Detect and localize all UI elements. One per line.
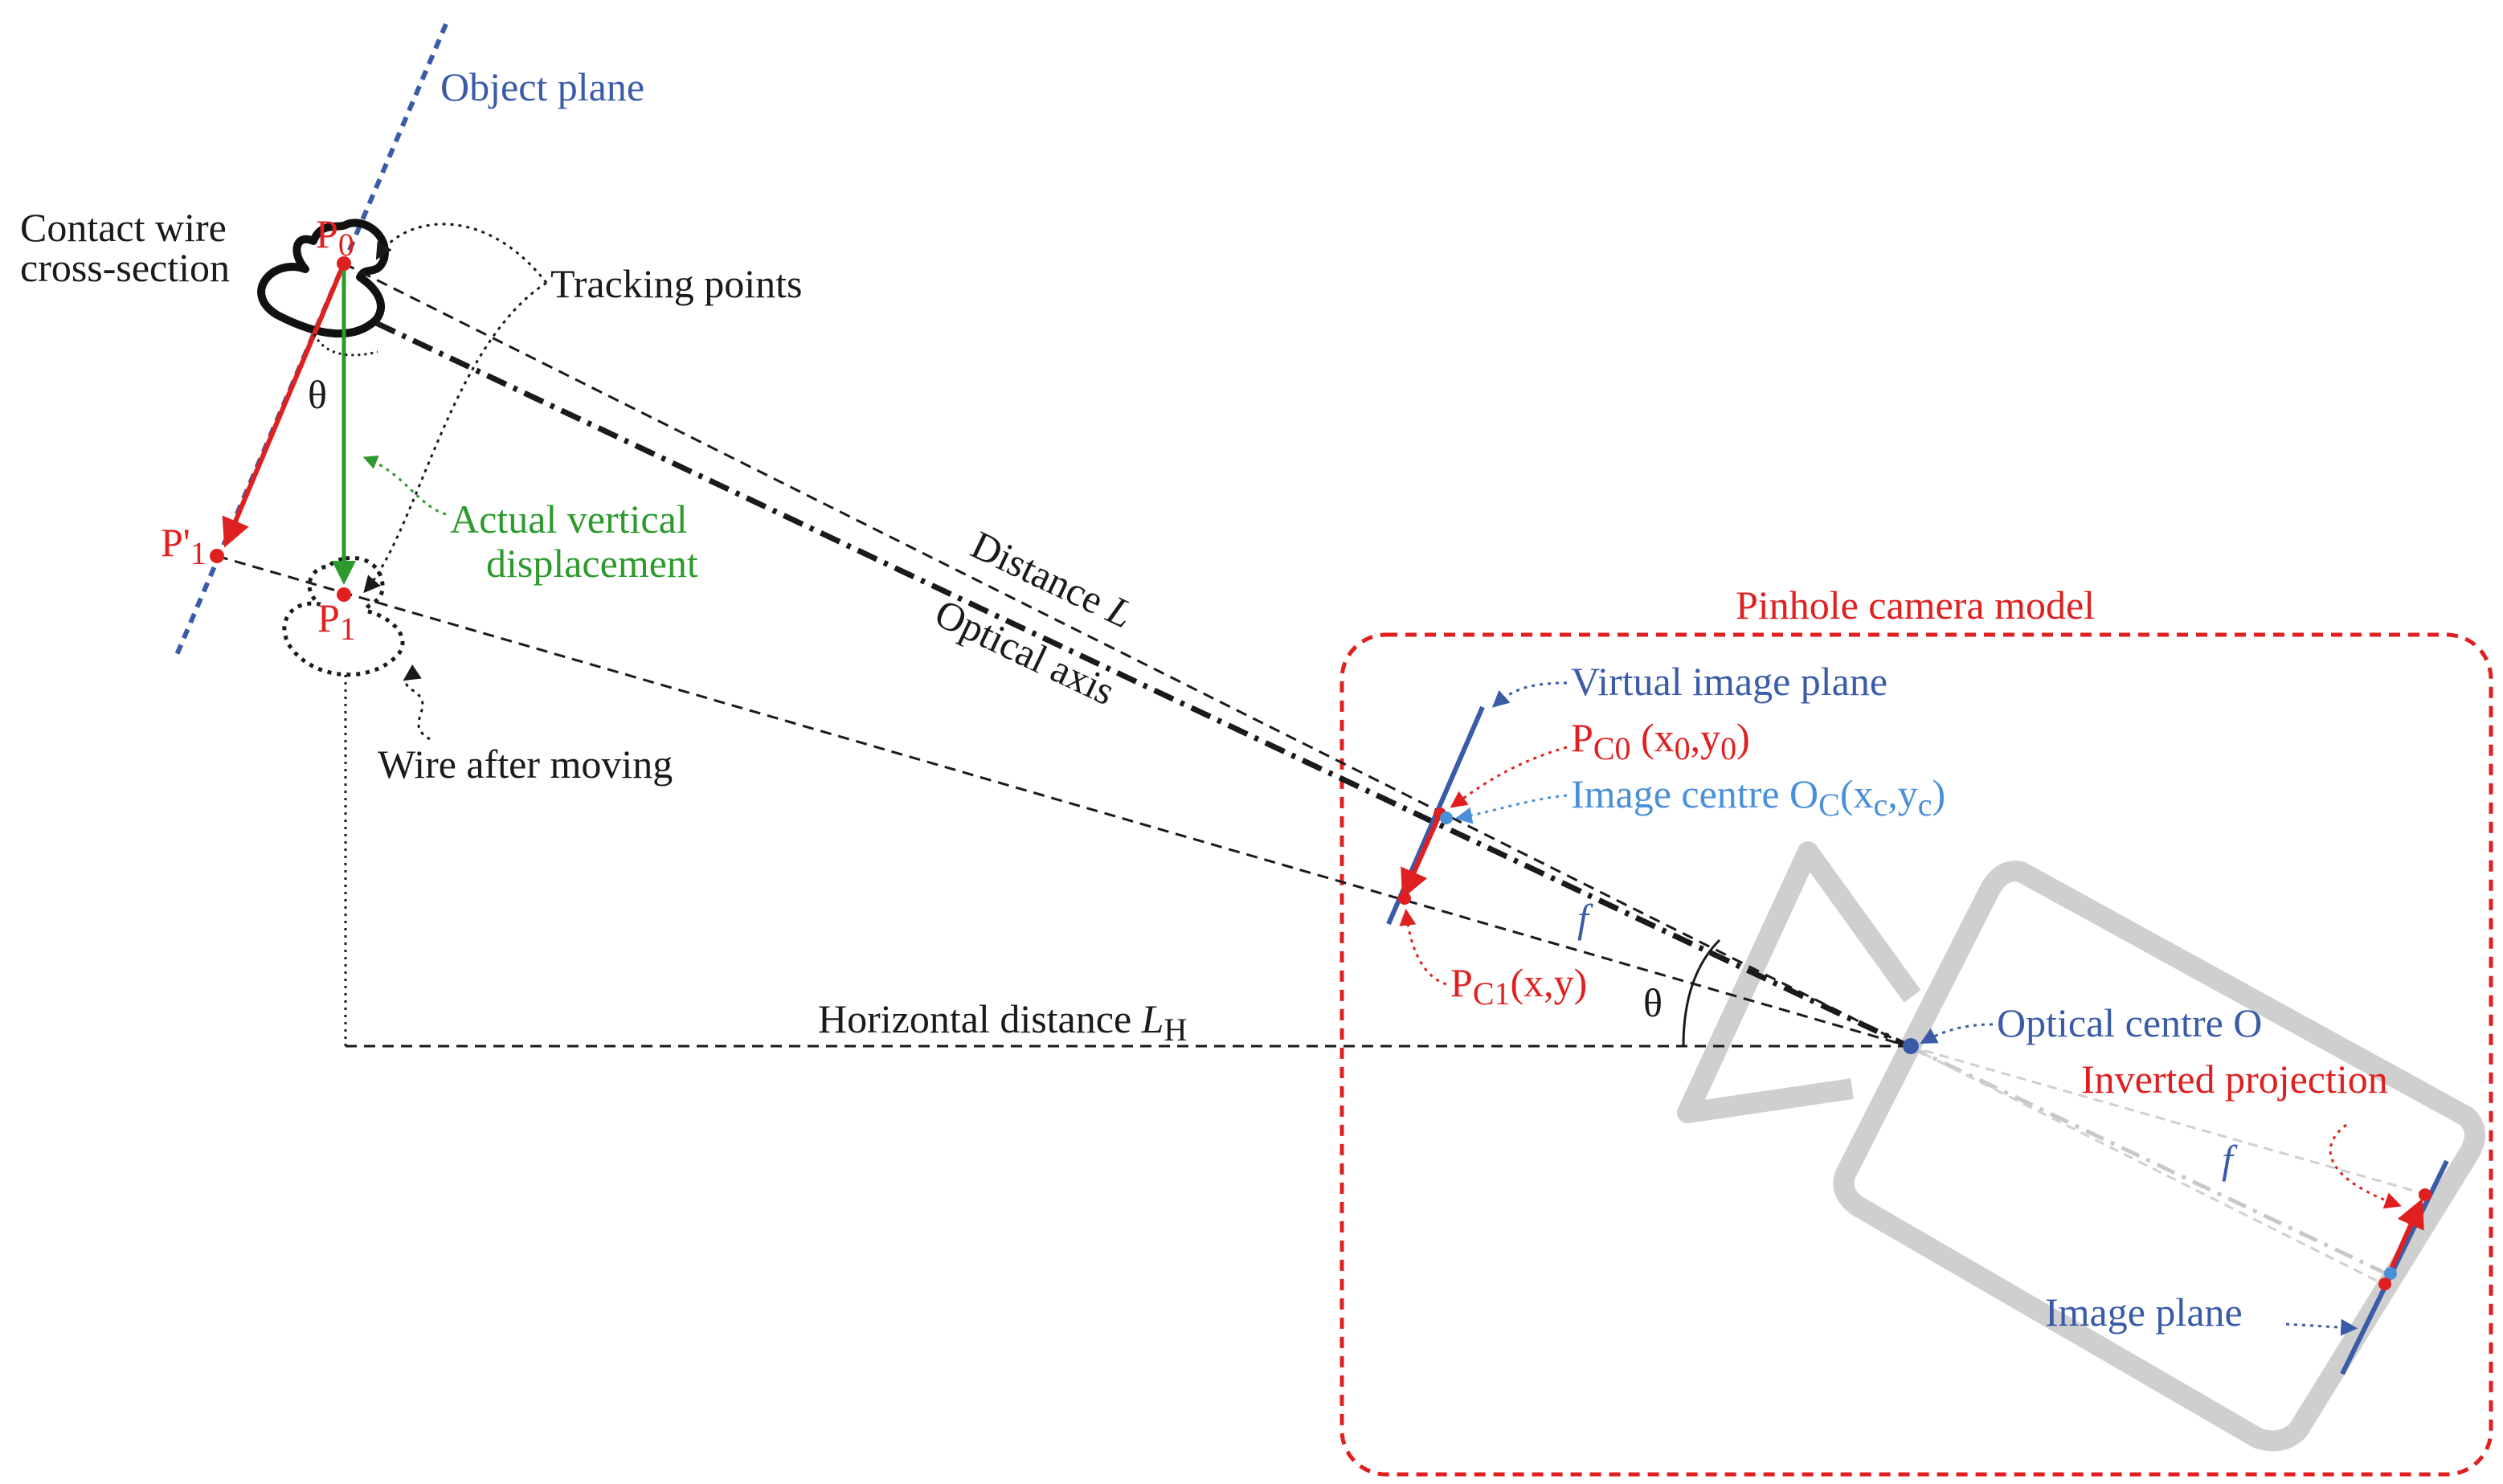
distance-l-line (343, 262, 1909, 1048)
theta-arc-camera (1682, 938, 1721, 1047)
point-image-centre-virtual (1440, 811, 1453, 824)
wire-after-moving-callout (403, 664, 431, 741)
label-p1: P1 (317, 595, 356, 647)
projected-displacement-arrow (222, 262, 346, 548)
label-theta-camera: θ (1643, 980, 1663, 1025)
label-contact-wire-1: Contact wire (20, 205, 227, 250)
pc1-callout (1399, 908, 1447, 986)
image-centre-callout (1454, 794, 1568, 824)
point-p1-prime (210, 549, 224, 563)
label-actual-vertical-1: Actual vertical (450, 497, 688, 542)
label-p0: P0 (316, 211, 354, 263)
label-f-lower: f (2222, 1137, 2238, 1182)
label-wire-after-moving: Wire after moving (378, 742, 673, 787)
rear-extension-upper (1908, 1045, 2431, 1197)
label-image-plane: Image plane (2045, 1290, 2243, 1335)
point-inverted-p0 (2378, 1278, 2391, 1290)
label-optical-centre: Optical centre O (1997, 1000, 2262, 1045)
label-f-upper: f (1577, 896, 1593, 941)
point-optical-centre (1903, 1038, 1919, 1054)
virtual-projection-arrow (1401, 812, 1442, 899)
point-pc1 (1398, 892, 1411, 905)
vertical-displacement-callout (362, 456, 447, 516)
rear-extension-lower (1908, 1045, 2387, 1287)
image-plane-callout (2285, 1318, 2358, 1336)
label-actual-vertical-2: displacement (486, 541, 698, 586)
camera-body (1677, 841, 2485, 1452)
rear-extension-axis (1907, 1044, 2396, 1280)
label-pc0: PC0 (x0,y0) (1571, 715, 1750, 767)
label-object-plane: Object plane (440, 64, 644, 109)
optical-axis-line (374, 320, 1910, 1049)
point-inverted-p1 (2419, 1188, 2431, 1201)
point-p0 (337, 256, 351, 271)
wire-after-moving-outline (282, 556, 405, 677)
label-contact-wire-2: cross-section (20, 245, 230, 290)
point-inverted-centre (2384, 1267, 2397, 1280)
inverted-projection-callout (2329, 1123, 2402, 1209)
label-horizontal-distance: Horizontal distance LH (818, 996, 1187, 1048)
tracking-callout-p1 (363, 281, 547, 594)
tracking-callout-p0 (375, 223, 548, 284)
point-p1 (337, 587, 351, 602)
label-pc1: PC1(x,y) (1450, 960, 1587, 1012)
label-tracking-points: Tracking points (550, 261, 802, 306)
label-image-centre: Image centre OC(xc,yc) (1571, 771, 1945, 823)
optical-centre-callout (1920, 1023, 1994, 1045)
pinhole-model-box (1339, 632, 2493, 1477)
pc0-callout (1450, 746, 1568, 808)
projection-line-p1 (216, 554, 1909, 1048)
label-inverted-projection: Inverted projection (2081, 1057, 2388, 1102)
contact-wire-cross-section (257, 219, 389, 338)
label-theta-top: θ (308, 372, 327, 417)
label-pinhole-model: Pinhole camera model (1736, 583, 2095, 628)
virtual-plane-callout (1491, 681, 1568, 708)
label-virtual-image-plane: Virtual image plane (1571, 659, 1887, 704)
label-p1-prime: P'1 (161, 520, 207, 571)
